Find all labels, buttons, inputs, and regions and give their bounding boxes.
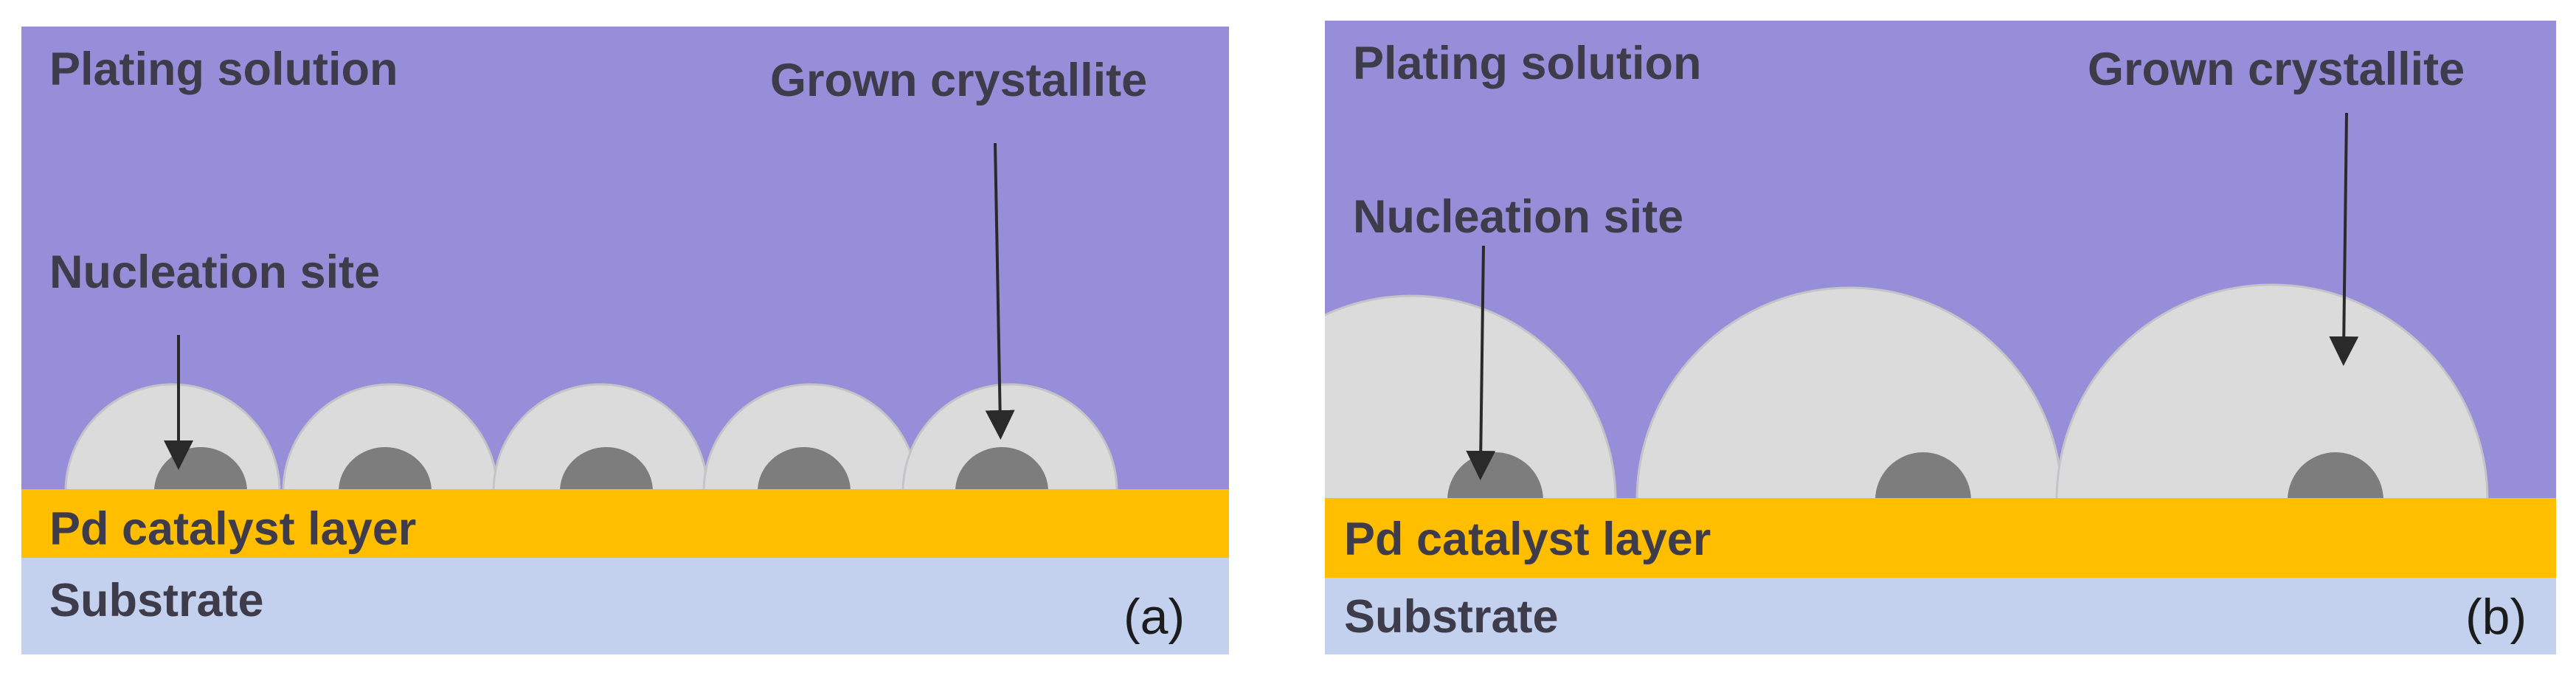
catalyst-layer-label: Pd catalyst layer [1344,514,1711,565]
nucleus-group [1447,452,2383,500]
nucleus-group [154,447,1048,491]
catalyst-layer-region [1325,498,2556,578]
grown-crystallite-arrow [2329,112,2359,366]
nucleus [758,447,851,491]
panel-b-scene [1325,21,2556,654]
substrate-label: Substrate [1344,591,1559,643]
substrate-region [1325,578,2556,654]
nucleus [560,447,653,491]
crystallite [2055,283,2489,502]
crystallite [282,383,499,493]
nucleus [955,447,1048,491]
panel-label: (b) [2465,589,2527,645]
nucleation-site-label: Nucleation site [1353,191,1684,243]
panel-a-diagram: Plating solution Grown crystallite Nucle… [21,27,1229,654]
catalyst-layer-region [21,489,1229,558]
grown-crystallite-label: Grown crystallite [2088,44,2465,95]
grown-crystallite-label: Grown crystallite [770,55,1148,106]
substrate-region [21,558,1229,654]
crystallite [1635,286,2063,502]
plating-solution-label: Plating solution [49,44,398,95]
nucleation-site-label: Nucleation site [49,246,381,298]
panel-a-scene [21,27,1229,654]
crystallite [1325,294,1617,502]
nucleus [2288,452,2383,500]
nucleus [339,447,432,491]
catalyst-layer-label: Pd catalyst layer [49,503,417,555]
panel-b-diagram: Plating solution Grown crystallite Nucle… [1325,21,2556,654]
substrate-label: Substrate [49,575,264,626]
nucleation-site-arrow [1466,245,1496,480]
panel-label: (a) [1123,589,1185,645]
crystallite [492,383,709,493]
crystallite-group [1325,283,2489,502]
crystallite [702,383,919,493]
grown-crystallite-arrow [985,142,1015,440]
nucleus [1875,452,1971,500]
plating-solution-label: Plating solution [1353,38,1702,89]
